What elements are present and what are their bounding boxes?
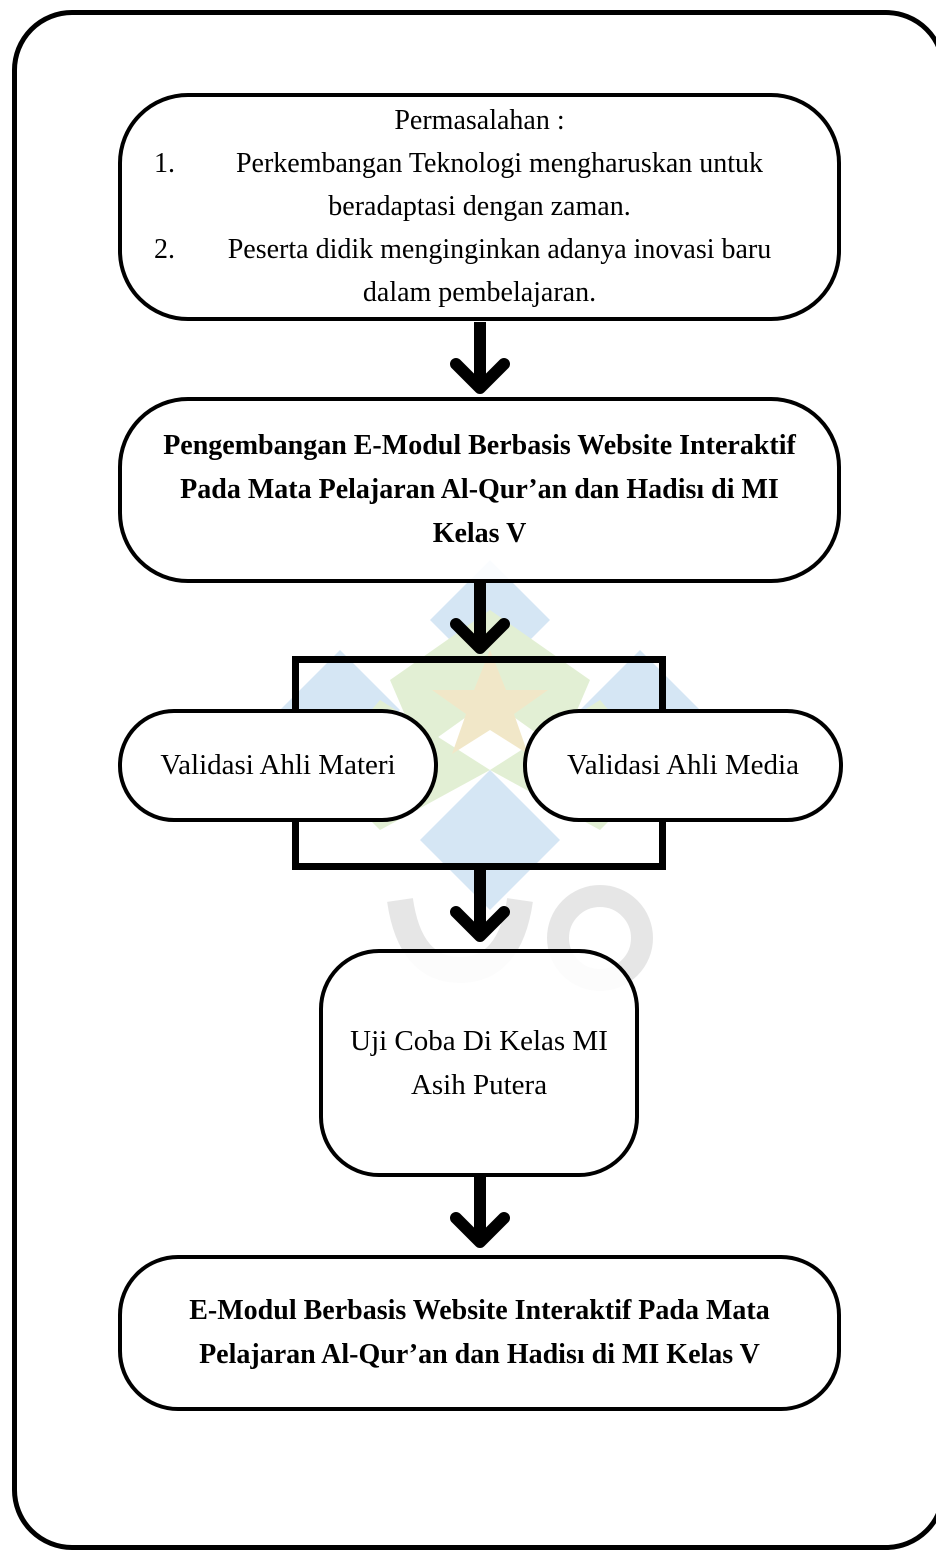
result-text-line: E-Modul Berbasis Website Interaktif Pada… bbox=[189, 1295, 770, 1326]
arrow-down-icon bbox=[450, 322, 510, 394]
problem-number: 2. bbox=[154, 234, 175, 265]
problem-text-line: dalam pembelajaran. bbox=[362, 277, 597, 308]
problems-list: 1. Perkembangan Teknologi mengharuskan u… bbox=[122, 142, 837, 314]
problem-text-line: Perkembangan Teknologi mengharuskan untu… bbox=[235, 148, 764, 179]
validation-media-label: Validasi Ahli Media bbox=[567, 749, 799, 781]
validation-materi-label: Validasi Ahli Materi bbox=[160, 749, 396, 781]
problem-item: 1. Perkembangan Teknologi mengharuskan u… bbox=[122, 142, 837, 228]
problems-title: Permasalahan : bbox=[394, 105, 565, 136]
arrow-down-icon bbox=[450, 582, 510, 654]
problem-text-line: Peserta didik menginginkan adanya inovas… bbox=[227, 234, 772, 265]
problems-box: Permasalahan : 1. Perkembangan Teknologi… bbox=[118, 93, 841, 321]
trial-text-line: Asih Putera bbox=[410, 1069, 548, 1101]
problem-number: 1. bbox=[154, 148, 175, 179]
problem-text-line: beradaptasi dengan zaman. bbox=[328, 191, 631, 222]
development-box: Pengembangan E-Modul Berbasis Website In… bbox=[118, 397, 841, 583]
validation-materi-box: Validasi Ahli Materi bbox=[118, 709, 438, 822]
result-text-line: Pelajaran Al-Qur’an dan Hadisı di MI Kel… bbox=[199, 1339, 760, 1370]
arrow-down-icon bbox=[450, 870, 510, 942]
development-title-line: Pada Mata Pelajaran Al-Qur’an dan Hadisı… bbox=[180, 474, 779, 505]
development-title-line: Pengembangan E-Modul Berbasis Website In… bbox=[163, 430, 796, 461]
trial-box: Uji Coba Di Kelas MI Asih Putera bbox=[319, 949, 639, 1177]
validation-media-box: Validasi Ahli Media bbox=[523, 709, 843, 822]
problem-item: 2. Peserta didik menginginkan adanya ino… bbox=[122, 228, 837, 314]
arrow-down-icon bbox=[450, 1176, 510, 1248]
development-title-line: Kelas V bbox=[432, 518, 527, 549]
trial-text-line: Uji Coba Di Kelas MI bbox=[350, 1025, 608, 1057]
result-box: E-Modul Berbasis Website Interaktif Pada… bbox=[118, 1255, 841, 1411]
